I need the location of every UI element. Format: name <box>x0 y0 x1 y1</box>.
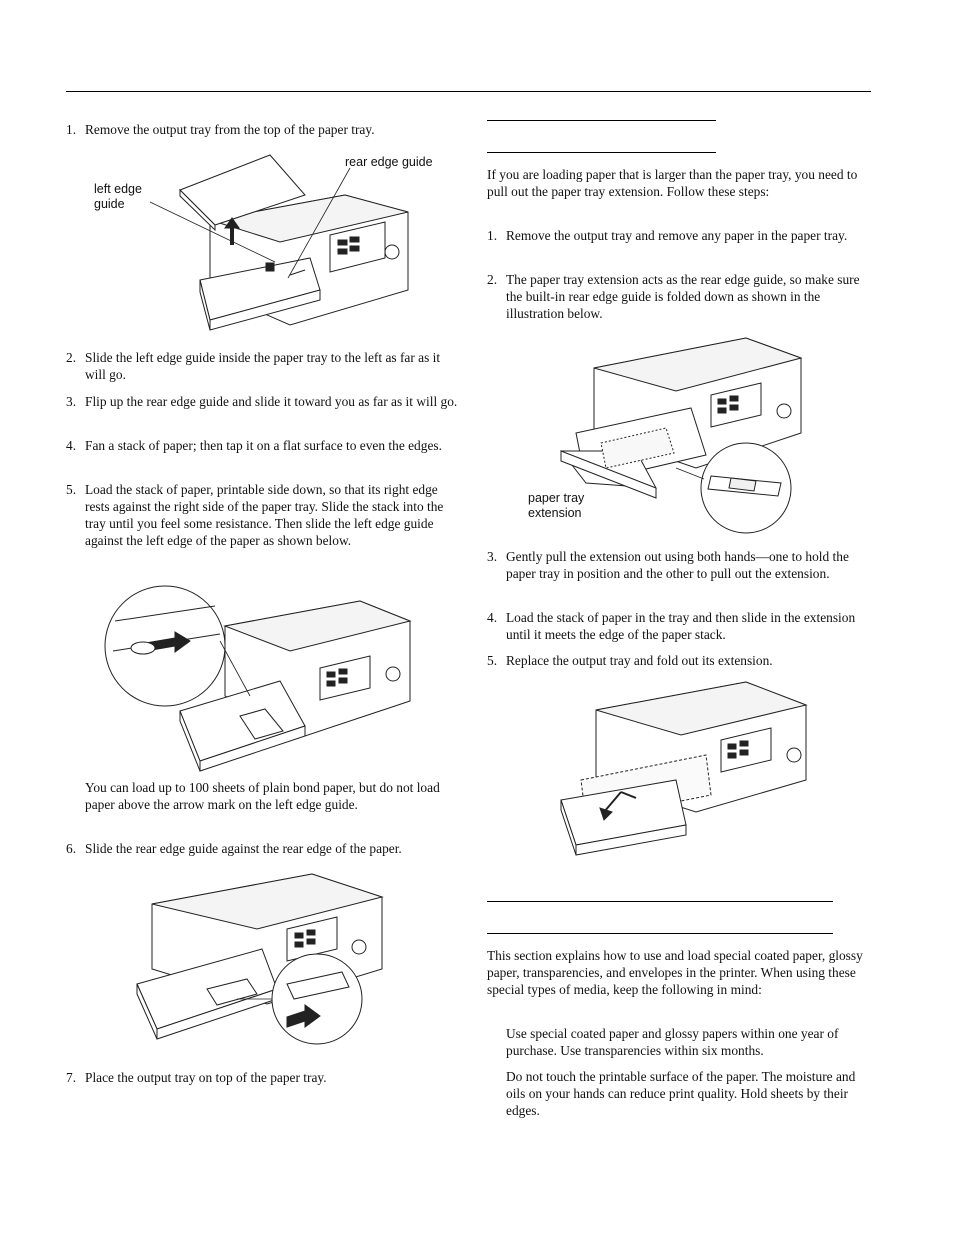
load-capacity-note: You can load up to 100 sheets of plain b… <box>85 780 440 812</box>
bullet-item: Use special coated paper and glossy pape… <box>506 1026 839 1058</box>
step-text: Fan a stack of paper; then tap it on a f… <box>85 438 442 453</box>
step-number: 3. <box>66 394 77 409</box>
step-text: Place the output tray on top of the pape… <box>85 1070 327 1085</box>
label-line: left edge <box>94 182 142 196</box>
step-number: 5. <box>66 482 77 497</box>
step-text: Remove the output tray and remove any pa… <box>506 228 848 243</box>
header-rule <box>66 91 871 92</box>
label-paper-tray-extension: paper tray extension <box>528 491 584 521</box>
step-number: 6. <box>66 841 77 856</box>
bullet-item: Do not touch the printable surface of th… <box>506 1069 856 1118</box>
step-number: 1. <box>487 228 498 243</box>
step-number: 7. <box>66 1070 77 1085</box>
step-text: Remove the output tray from the top of t… <box>85 122 375 137</box>
step-number: 5. <box>487 653 498 668</box>
label-line: paper tray <box>528 491 585 505</box>
label-line: extension <box>528 506 582 520</box>
step-number: 2. <box>66 350 77 365</box>
step-number: 4. <box>487 610 498 625</box>
step-number: 3. <box>487 549 498 564</box>
step-number: 4. <box>66 438 77 453</box>
figure-slide-left-edge-guide <box>105 586 415 776</box>
step-text: Gently pull the extension out using both… <box>506 549 849 581</box>
figure-remove-output-tray <box>170 150 420 335</box>
section-heading-rule-top <box>487 901 833 902</box>
label-line: guide <box>94 197 125 211</box>
step-text: The paper tray extension acts as the rea… <box>506 272 860 321</box>
extension-intro: If you are loading paper that is larger … <box>487 167 858 199</box>
figure-replace-output-tray <box>556 680 806 865</box>
subsection-heading-rule-bottom <box>487 152 716 153</box>
subsection-heading-rule-top <box>487 120 716 121</box>
step-text: Replace the output tray and fold out its… <box>506 653 773 668</box>
special-media-intro: This section explains how to use and loa… <box>487 948 863 997</box>
figure-slide-rear-edge-guide <box>137 869 367 1054</box>
step-text: Flip up the rear edge guide and slide it… <box>85 394 458 409</box>
step-text: Slide the rear edge guide against the re… <box>85 841 402 856</box>
step-number: 2. <box>487 272 498 287</box>
label-left-edge-guide: left edge guide <box>94 182 142 212</box>
step-text: Load the stack of paper, printable side … <box>85 482 444 548</box>
step-text: Load the stack of paper in the tray and … <box>506 610 856 642</box>
figure-rear-edge-guide-folded <box>556 333 796 533</box>
step-number: 1. <box>66 122 77 137</box>
step-text: Slide the left edge guide inside the pap… <box>85 350 441 382</box>
section-heading-rule-bottom <box>487 933 833 934</box>
label-rear-edge-guide: rear edge guide <box>345 155 433 169</box>
